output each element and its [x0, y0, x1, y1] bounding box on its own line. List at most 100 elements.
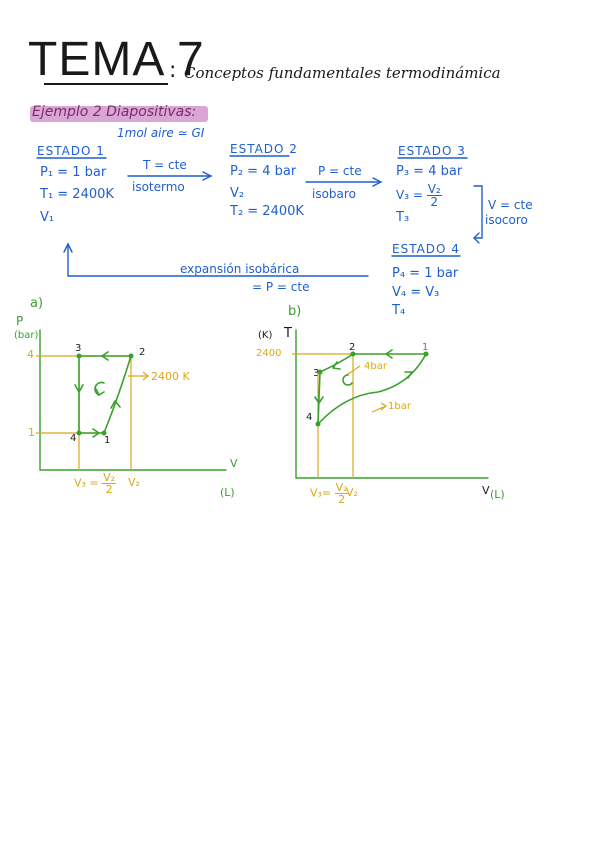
state3-title: ESTADO 3 — [398, 144, 466, 158]
diagram-b-x-axis-label: V — [482, 484, 490, 497]
diagram-b-isobar-4-label: 4bar — [364, 361, 387, 372]
diagram-a-v2-tick: V₂ — [128, 476, 140, 489]
diagram-b-x-unit: (L) — [490, 488, 505, 501]
diagram-a-v3-tick: V₃ = V₂ 2 — [74, 471, 117, 496]
state3-pressure: P₃ = 4 bar — [396, 164, 463, 179]
diagram-b-y-axis-label: T — [284, 326, 292, 341]
diagram-a-point-2-label: 2 — [139, 347, 146, 358]
diagram-a-arrow-3-4 — [74, 384, 84, 393]
state4-volume: V₄ = V₃ — [392, 285, 440, 300]
example-heading: Ejemplo 2 Diapositivas: — [32, 104, 197, 120]
diagram-a-arrow-4-1 — [92, 428, 100, 438]
diagram-b-point-2-label: 2 — [349, 342, 356, 353]
diagram-a-point-1-label: 1 — [104, 435, 111, 446]
diagram-b-point-1 — [423, 351, 429, 357]
state1-pressure: P₁ = 1 bar — [40, 165, 107, 180]
state2-title: ESTADO 2 — [230, 142, 298, 156]
diagram-a-point-2 — [128, 353, 134, 359]
diagram-b-y-unit: (K) — [258, 330, 273, 341]
diagram-a-isotherm-label: 2400 K — [151, 370, 190, 383]
transition12-top: T = cte — [143, 158, 187, 172]
diagram-a-v3-fraction: V₂ 2 — [102, 471, 117, 496]
diagram-a-point-3 — [76, 353, 82, 359]
diagram-b-v3-numerator: V₂ — [334, 481, 349, 494]
diagram-a-point-4 — [76, 430, 82, 436]
diagram-b-point-4 — [315, 421, 321, 427]
diagram-b-v2-tick: V₂ — [346, 486, 358, 499]
diagram-a-point-1 — [101, 430, 107, 436]
state4-title: ESTADO 4 — [392, 242, 460, 256]
state3-volume-lhs: V₃ = — [396, 188, 423, 202]
diagram-a-point-3-label: 3 — [75, 343, 82, 354]
state3-temperature: T₃ — [396, 210, 410, 225]
diagram-b-process-2-3 — [319, 353, 354, 373]
diagram-a-v3-numerator: V₂ — [102, 471, 117, 484]
state4-pressure: P₄ = 1 bar — [392, 266, 459, 281]
diagram-b-arrow-3-4 — [314, 396, 324, 404]
diagram-a-v3-denominator: 2 — [105, 483, 113, 496]
transition23-top: P = cte — [318, 164, 362, 178]
title-colon: : — [169, 58, 177, 83]
diagram-b-axes — [295, 329, 489, 479]
diagram-a-tick-4: 4 — [27, 348, 34, 361]
transition41-top: expansión isobárica — [180, 262, 300, 276]
diagram-b-point-4-label: 4 — [306, 412, 313, 423]
diagram-a-label: a) — [30, 296, 44, 311]
example-note: 1mol aire ≃ GI — [117, 126, 205, 140]
example-highlight — [30, 106, 208, 122]
state3-volume-denominator: 2 — [430, 195, 439, 209]
state3-volume-fraction: V₂ 2 — [426, 182, 442, 209]
diagram-b-label: b) — [288, 304, 302, 319]
diagram-a-y-unit: (bar) — [14, 330, 39, 341]
transition34-top: V = cte — [488, 198, 533, 212]
state3-volume-numerator: V₂ — [426, 182, 442, 196]
state1-temperature: T₁ = 2400K — [40, 187, 114, 202]
transition41-bottom: = P = cte — [252, 280, 310, 294]
diagram-b-process-4-1 — [317, 353, 427, 425]
diagram-a-point-4-label: 4 — [70, 433, 77, 444]
transition12-bottom: isotermo — [132, 180, 185, 194]
diagram-a-arrow-2-3 — [101, 351, 109, 361]
diagram-b-v3-lhs: V₃= — [310, 486, 332, 500]
state2-pressure: P₂ = 4 bar — [230, 164, 297, 179]
page-title: TEMA 7 — [28, 33, 205, 86]
diagram-b-arrow-4-1 — [404, 371, 413, 379]
state2-temperature: T₂ = 2400K — [230, 204, 304, 219]
state3-volume: V₃ = V₂ 2 — [396, 183, 442, 208]
diagram-b-v3-denominator: 2 — [338, 493, 346, 506]
diagram-b-arrow-1-2 — [385, 349, 393, 359]
diagram-b-point-2 — [350, 351, 356, 357]
diagram-a-x-axis-label: V — [230, 457, 238, 470]
state1-volume: V₁ — [40, 210, 55, 225]
page-subtitle: Conceptos fundamentales termodinámica — [184, 64, 501, 82]
state4-temperature: T₄ — [392, 303, 406, 318]
diagram-a-tick-1: 1 — [28, 426, 35, 439]
diagram-a-process-1-2 — [103, 355, 132, 434]
diagram-a-v3-lhs: V₃ = — [74, 476, 99, 490]
diagram-b-point-1-label: 1 — [422, 342, 429, 353]
diagram-b-isobar-1-pointer — [371, 405, 387, 413]
diagram-b-tick-2400: 2400 — [256, 348, 282, 359]
diagram-a-x-unit: (L) — [220, 486, 235, 499]
diagram-b-isobar-1-label: 1bar — [388, 401, 411, 412]
diagram-b-point-3-label: 3 — [313, 368, 320, 379]
diagram-b-arrow-2-3 — [332, 361, 341, 370]
diagram-a-y-axis-label: P — [16, 314, 24, 328]
state2-volume: V₂ — [230, 186, 245, 201]
diagram-b-v3-tick: V₃= V₂ 2 — [310, 482, 349, 505]
diagram-a-cycle-direction — [94, 381, 105, 396]
transition34-bottom: isocoro — [485, 213, 528, 227]
transition23-bottom: isobaro — [312, 187, 356, 201]
diagram-a-arrow-1-2 — [110, 400, 121, 409]
diagram-b-point-3 — [317, 369, 323, 375]
state1-title: ESTADO 1 — [37, 144, 105, 158]
diagram-b-process-3-4 — [317, 371, 321, 425]
diagram-a-axes — [39, 329, 227, 471]
diagram-b-v3-fraction: V₂ 2 — [334, 481, 349, 506]
diagram-b-cycle-direction — [342, 374, 353, 386]
